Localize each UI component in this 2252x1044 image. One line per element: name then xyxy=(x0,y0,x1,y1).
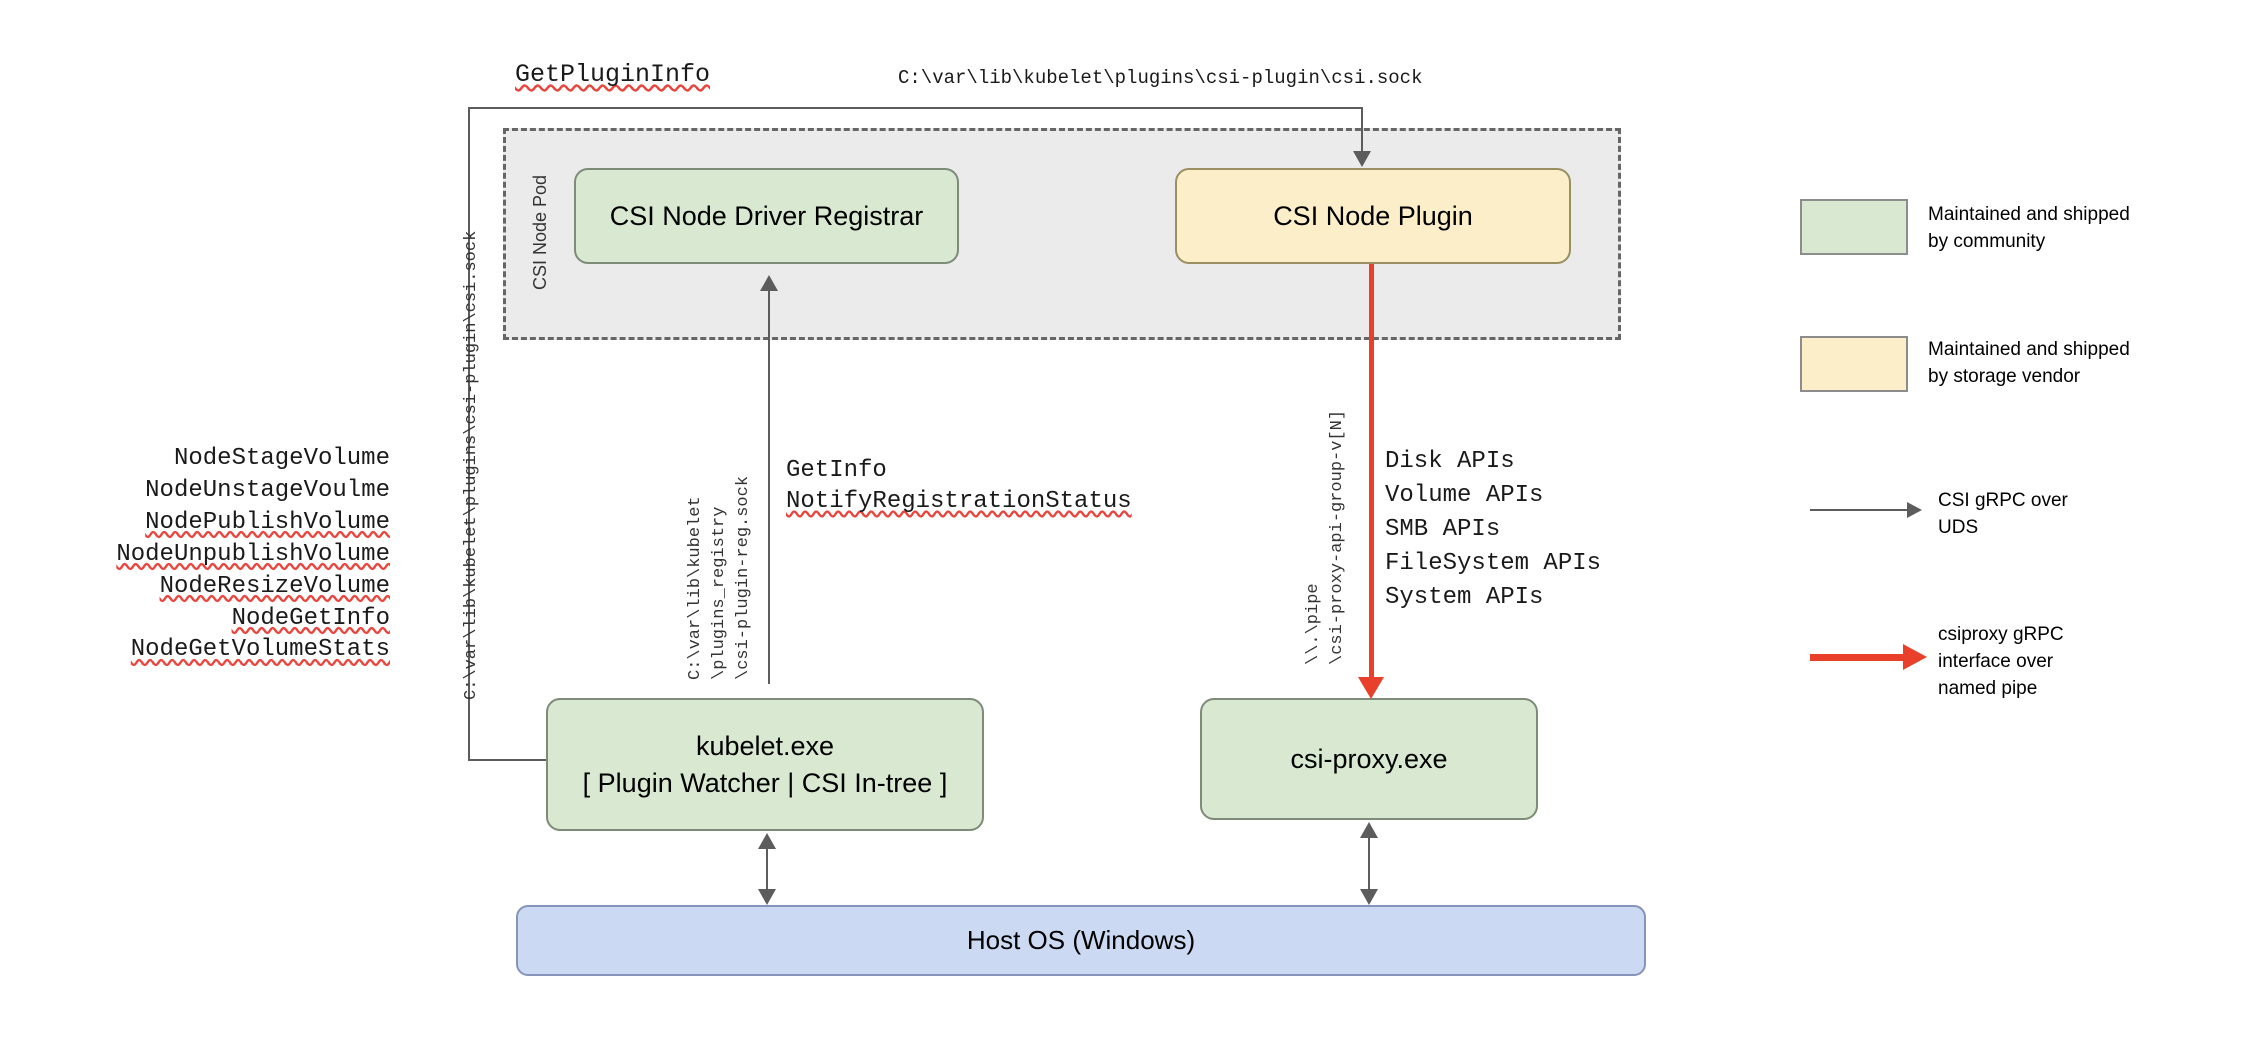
label-notify-registration-status: NotifyRegistrationStatus xyxy=(786,488,1132,515)
api-list-item: NodeGetVolumeStats xyxy=(130,636,390,664)
api-list-item: NodePublishVolume xyxy=(145,508,390,536)
connector-into-node-plugin-arrowhead xyxy=(1353,151,1371,167)
legend-swatch-vendor xyxy=(1800,336,1908,392)
box-kubelet[interactable]: kubelet.exe [ Plugin Watcher | CSI In-tr… xyxy=(546,698,984,831)
csi-node-api-list: NodeStageVolume NodeUnstageVoulme NodePu… xyxy=(50,443,390,666)
connector-csiproxy-hostos-arrow-down xyxy=(1360,889,1378,905)
api-list-item: Disk APIs xyxy=(1385,448,1515,475)
api-list-item: System APIs xyxy=(1385,584,1544,612)
connector-kubelet-to-registrar-arrowhead xyxy=(760,275,778,291)
legend-label-csi-grpc: CSI gRPC over UDS xyxy=(1938,490,2068,538)
label-registry-sock-line2: \plugins_registry xyxy=(710,506,729,680)
connector-kubelet-to-plugin-horizontal-top xyxy=(468,107,1362,109)
label-named-pipe-wrap2: \csi-proxy-api-group-v[N] xyxy=(1327,410,1582,687)
box-csi-node-plugin[interactable]: CSI Node Plugin xyxy=(1175,168,1571,264)
api-list-item: NodeStageVolume xyxy=(173,445,390,472)
label-kubelet-csi-sock: C:\var\lib\kubelet\plugins\csi-plugin\cs… xyxy=(462,230,481,700)
connector-csiproxy-red-line xyxy=(1369,264,1374,677)
label-named-pipe-line1: \\.\pipe xyxy=(1304,583,1323,665)
api-list-item: NodeUnpublishVolume xyxy=(116,540,390,568)
label-kubelet-csi-sock-wrap: C:\var\lib\kubelet\plugins\csi-plugin\cs… xyxy=(462,231,931,719)
api-list-item: FileSystem APIs xyxy=(1385,550,1602,578)
legend-arrow-gray-icon xyxy=(1907,502,1922,518)
box-csi-node-plugin-label: CSI Node Plugin xyxy=(1273,200,1473,231)
box-host-os[interactable]: Host OS (Windows) xyxy=(516,905,1646,976)
box-csi-proxy-label: csi-proxy.exe xyxy=(1290,743,1448,774)
legend-label-csiproxy-grpc: csiproxy gRPC interface over named pipe xyxy=(1938,624,2064,699)
label-registry-sock-line3: \csi-plugin-reg.sock xyxy=(734,475,753,680)
connector-kubelet-to-plugin-vertical-left xyxy=(468,107,470,760)
box-csi-node-driver-registrar-label: CSI Node Driver Registrar xyxy=(609,200,924,231)
box-csi-proxy[interactable]: csi-proxy.exe xyxy=(1200,698,1538,820)
connector-kubelet-hostos-line xyxy=(766,845,768,895)
box-host-os-label: Host OS (Windows) xyxy=(966,925,1196,955)
connector-kubelet-hostos-arrow-up xyxy=(758,833,776,849)
label-named-pipe-line2: \csi-proxy-api-group-v[N] xyxy=(1328,409,1347,665)
connector-into-node-plugin-line xyxy=(1361,107,1363,151)
label-get-info: GetInfo xyxy=(786,457,887,484)
label-registry-sock-wrap3: \csi-plugin-reg.sock xyxy=(733,476,937,702)
box-csi-node-driver-registrar[interactable]: CSI Node Driver Registrar xyxy=(574,168,959,264)
connector-kubelet-hostos-arrow-down xyxy=(758,889,776,905)
label-csi-sock-path-top: C:\var\lib\kubelet\plugins\csi-plugin\cs… xyxy=(898,67,1423,89)
csi-node-pod-label: CSI Node Pod xyxy=(530,174,550,290)
api-list-item: NodeGetInfo xyxy=(231,604,390,632)
api-list-item: SMB APIs xyxy=(1385,516,1501,544)
legend-arrow-gray-line xyxy=(1810,509,1910,511)
legend-arrow-red-icon xyxy=(1903,644,1927,670)
legend-label-community: Maintained and shipped by community xyxy=(1928,204,2130,252)
connector-kubelet-to-plugin-horizontal-bottom xyxy=(468,759,546,761)
connector-csiproxy-hostos-line xyxy=(1368,834,1370,894)
box-kubelet-label-line2: [ Plugin Watcher | CSI In-tree ] xyxy=(582,767,948,798)
label-get-plugin-info: GetPluginInfo xyxy=(515,60,711,89)
api-list-item: NodeUnstageVoulme xyxy=(145,476,390,504)
legend-label-vendor: Maintained and shipped by storage vendor xyxy=(1928,339,2130,387)
csiproxy-api-list: Disk APIs Volume APIs SMB APIs FileSyste… xyxy=(1385,445,1685,615)
api-list-item: Volume APIs xyxy=(1385,482,1544,510)
csi-node-pod-label-wrap: CSI Node Pod xyxy=(530,175,645,311)
connector-csiproxy-hostos-arrow-up xyxy=(1360,822,1378,838)
connector-csiproxy-red-arrowhead xyxy=(1358,677,1384,699)
label-registry-sock-line1: C:\var\lib\kubelet xyxy=(686,496,705,680)
legend-swatch-community xyxy=(1800,199,1908,255)
legend-arrow-red-line xyxy=(1810,654,1906,661)
box-kubelet-label-line1: kubelet.exe xyxy=(695,731,835,762)
api-list-item: NodeResizeVolume xyxy=(159,572,390,600)
connector-kubelet-to-registrar-line xyxy=(768,290,770,684)
